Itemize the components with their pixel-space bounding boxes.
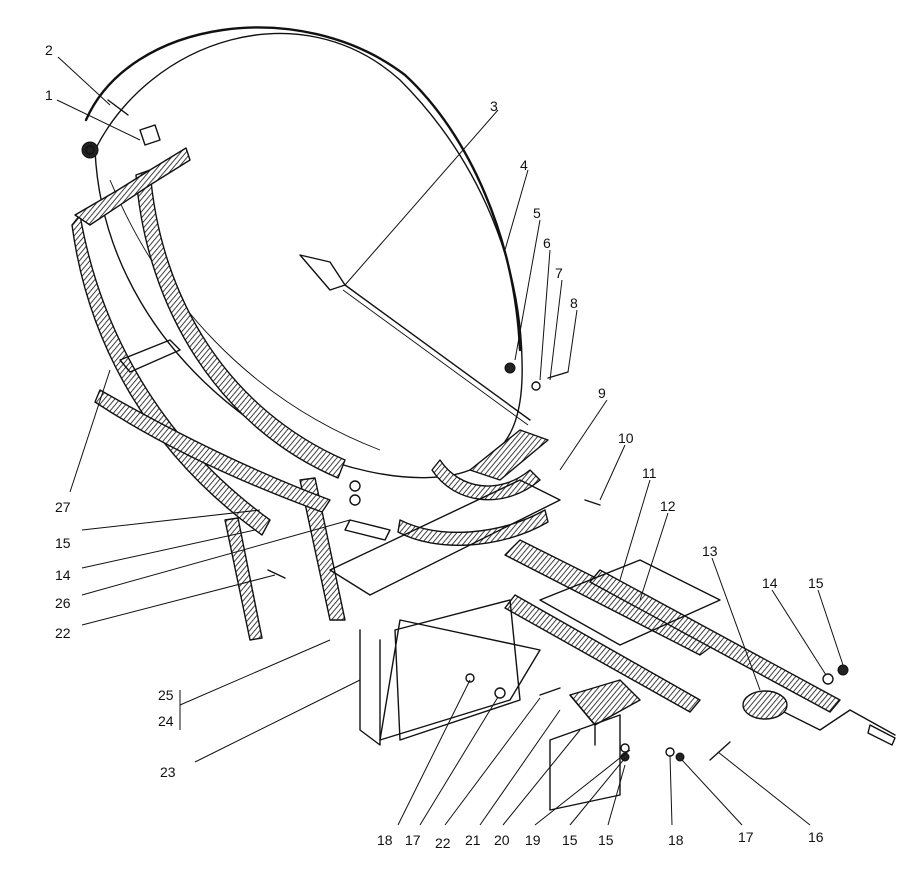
- rib-frame-lower: [94, 339, 346, 641]
- callout-21: 21: [465, 832, 481, 848]
- callout-4: 4: [520, 157, 528, 173]
- callout-6: 6: [543, 235, 551, 251]
- callout-3: 3: [490, 98, 498, 114]
- fasteners: [81, 99, 849, 762]
- callout-15-bottom-b: 15: [598, 832, 614, 848]
- mount-collar: [397, 429, 549, 546]
- wooden-block: [569, 679, 641, 746]
- callout-27: 27: [55, 499, 71, 515]
- callout-19: 19: [525, 832, 541, 848]
- callout-14-left: 14: [55, 567, 71, 583]
- callout-20: 20: [494, 832, 510, 848]
- callout-18-right: 18: [668, 832, 684, 848]
- rib-frame-outer: [71, 147, 346, 536]
- callout-18-left: 18: [377, 832, 393, 848]
- callout-13: 13: [702, 543, 718, 559]
- callout-17-left: 17: [405, 832, 421, 848]
- callout-15-bottom-a: 15: [562, 832, 578, 848]
- callout-26: 26: [55, 595, 71, 611]
- callout-16: 16: [808, 829, 824, 845]
- vertical-bracket: [359, 599, 541, 746]
- callout-22-left: 22: [55, 625, 71, 641]
- callout-2: 2: [45, 42, 53, 58]
- callout-8: 8: [570, 295, 578, 311]
- mount-base-rails: [329, 479, 841, 713]
- callout-12: 12: [660, 498, 676, 514]
- callout-labels: 1 2 3 4 5 6 7 8 9 10 11 12 13 14 15 27 1…: [45, 42, 824, 851]
- callout-23: 23: [160, 764, 176, 780]
- callout-15-left: 15: [55, 535, 71, 551]
- feed-support-rod: [299, 254, 531, 426]
- leader-lines: [56, 56, 844, 826]
- callout-22-bottom: 22: [435, 835, 451, 851]
- callout-25: 25: [158, 687, 174, 703]
- callout-15-right: 15: [808, 575, 824, 591]
- callout-10: 10: [618, 430, 634, 446]
- callout-11: 11: [642, 465, 657, 481]
- callout-1: 1: [45, 87, 53, 103]
- callout-24: 24: [158, 713, 174, 729]
- callout-17-right: 17: [738, 829, 754, 845]
- callout-9: 9: [598, 385, 606, 401]
- hand-crank: [742, 690, 896, 746]
- callout-7: 7: [555, 265, 563, 281]
- callout-14-right: 14: [762, 575, 778, 591]
- callout-5: 5: [533, 205, 541, 221]
- angle-bracket: [549, 714, 621, 811]
